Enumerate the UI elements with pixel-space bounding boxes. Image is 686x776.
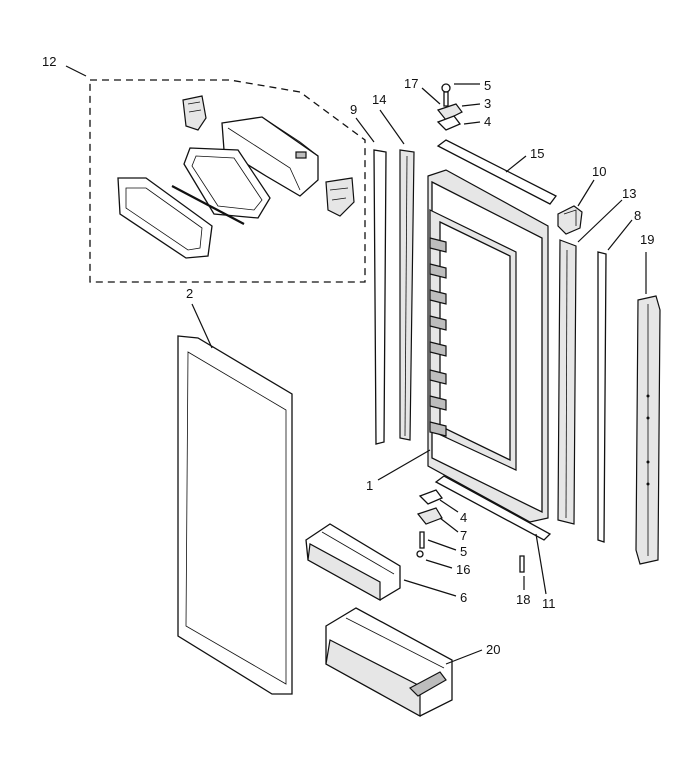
callout-1: 1 <box>366 478 373 493</box>
part-14-trim <box>399 149 415 441</box>
callout-labels: 12 2 9 14 17 5 3 4 15 10 13 8 19 1 4 7 5… <box>42 54 654 657</box>
leader-lines <box>65 65 647 665</box>
callout-2: 2 <box>186 286 193 301</box>
callout-17: 17 <box>404 76 418 91</box>
part-10-hinge <box>557 205 583 235</box>
part-20-bin <box>325 607 453 718</box>
part-13-trim <box>557 239 577 525</box>
callout-8: 8 <box>634 208 641 223</box>
dashed-boundary <box>89 79 366 283</box>
part-9-trim <box>373 149 387 445</box>
callout-4-top: 4 <box>484 114 491 129</box>
callout-10: 10 <box>592 164 606 179</box>
part-1-door <box>427 169 549 523</box>
part-8-trim <box>597 251 607 543</box>
callout-14: 14 <box>372 92 386 107</box>
callout-5-top: 5 <box>484 78 491 93</box>
bottom-hinge-parts <box>416 489 525 573</box>
callout-12: 12 <box>42 54 56 69</box>
callout-3: 3 <box>484 96 491 111</box>
top-hinge-parts <box>436 83 463 131</box>
part-19-rail <box>635 295 661 565</box>
callout-9: 9 <box>350 102 357 117</box>
door-shelf-rungs <box>429 237 447 437</box>
part-6-bin <box>305 523 401 602</box>
part-15-strip <box>436 139 557 205</box>
callout-18: 18 <box>516 592 530 607</box>
callout-6: 6 <box>460 590 467 605</box>
callout-20: 20 <box>486 642 500 657</box>
part-11-strip <box>434 475 552 541</box>
callout-5-bottom: 5 <box>460 544 467 559</box>
callout-11: 11 <box>542 596 556 611</box>
callout-13: 13 <box>622 186 636 201</box>
part-12-assembly <box>89 79 366 283</box>
part-2-gasket <box>177 335 293 695</box>
callout-15: 15 <box>530 146 544 161</box>
callout-19: 19 <box>640 232 654 247</box>
callout-7: 7 <box>460 528 467 543</box>
callout-16: 16 <box>456 562 470 577</box>
callout-4-bottom: 4 <box>460 510 467 525</box>
